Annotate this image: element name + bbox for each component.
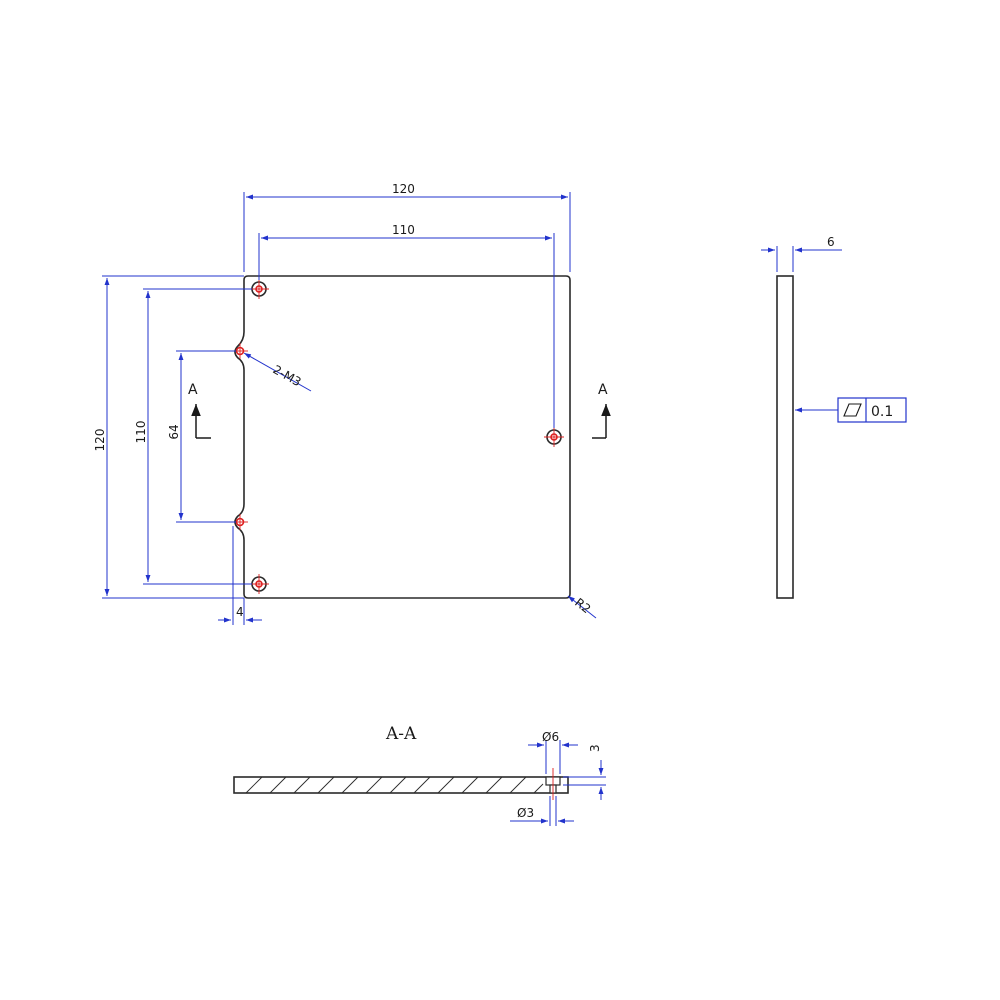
hole-dia-label: Ø3 (517, 806, 534, 820)
flatness-icon (843, 403, 862, 417)
dim-slot-offset: 4 (218, 526, 262, 625)
tolerance-value: 0.1 (871, 404, 893, 420)
dim-width-overall: 120 (243, 182, 571, 272)
counterbore-depth-label: 3 (588, 744, 602, 752)
section-hatching (245, 776, 544, 794)
section-title: A-A (385, 724, 417, 744)
section-marker-left: A (188, 382, 211, 439)
dim-slot-spacing: 64 (167, 350, 236, 523)
dim-hole-spacing-y: 110 (134, 288, 252, 585)
dim-thickness: 6 (761, 235, 842, 272)
section-marker-left-label: A (188, 382, 198, 398)
plate-outline (234, 275, 571, 599)
leader-corner-radius: R2 (567, 595, 597, 619)
dim-hole-dia: Ø3 (510, 796, 574, 826)
dim-counterbore-dia: Ø6 (528, 730, 578, 774)
flatness-callout: 0.1 (795, 397, 907, 423)
dim-counterbore-depth: 3 (563, 744, 606, 800)
leader-tapped-holes: 2-M3 (243, 352, 312, 392)
dim-slot-offset-label: 4 (236, 605, 244, 619)
section-marker-right: A (592, 382, 611, 439)
section-view: A-A Ø6 (233, 724, 606, 826)
dim-height-overall-label: 120 (93, 429, 107, 452)
dim-slot-spacing-label: 64 (167, 424, 181, 439)
dim-hole-spacing-y-label: 110 (134, 421, 148, 444)
tapped-holes-label: 2-M3 (271, 362, 304, 389)
dim-hole-spacing-x-label: 110 (392, 223, 415, 237)
hole-right (544, 427, 564, 447)
dim-width-overall-label: 120 (392, 182, 415, 196)
side-view: 6 0.1 (761, 235, 907, 599)
counterbore-hole (545, 768, 561, 800)
dim-hole-spacing-x: 110 (258, 223, 555, 428)
dim-thickness-label: 6 (827, 235, 835, 249)
section-marker-right-label: A (598, 382, 608, 398)
counterbore-dia-label: Ø6 (542, 730, 559, 744)
top-view: 120 110 120 110 64 (93, 182, 611, 625)
side-view-outline (776, 275, 794, 599)
dim-height-overall: 120 (93, 275, 244, 599)
